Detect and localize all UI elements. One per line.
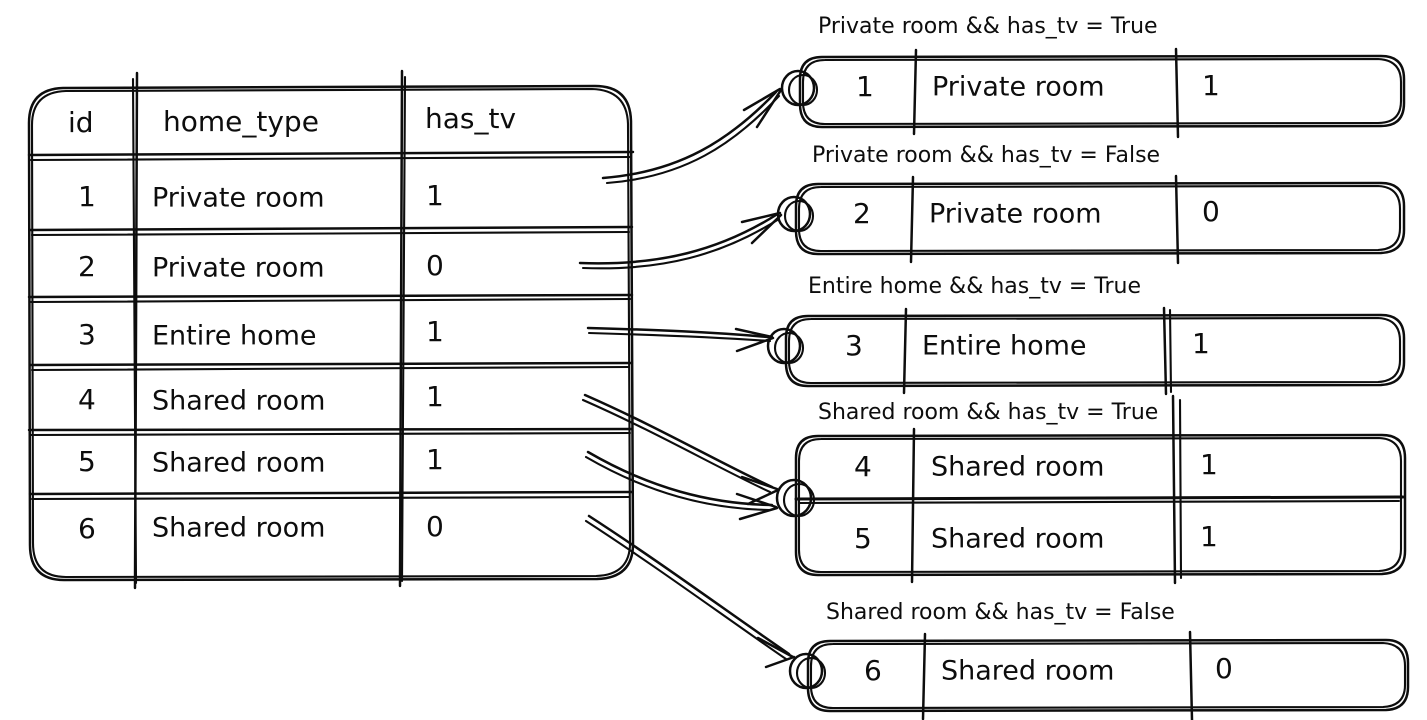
source-cell-has-tv: 1: [426, 380, 444, 413]
group-box-2[interactable]: Private room && has_tv = False 2 Private…: [776, 143, 1406, 265]
group-cell-home-type: Private room: [929, 199, 1102, 230]
source-cell-home-type: Private room: [152, 183, 325, 214]
source-cell-has-tv: 1: [426, 179, 444, 212]
group-cell-id: 5: [854, 522, 872, 555]
connector-arrow-row6: [584, 514, 796, 669]
group-row: 5 Shared room 1: [854, 520, 1218, 555]
group-box-3[interactable]: Entire home && has_tv = True 3 Entire ho…: [766, 274, 1406, 396]
source-cell-has-tv: 1: [426, 443, 444, 476]
source-header-has-tv: has_tv: [425, 102, 516, 135]
group-row: 4 Shared room 1: [854, 448, 1218, 483]
group-cell-home-type: Shared room: [931, 524, 1104, 555]
table-row[interactable]: 4 Shared room 1: [78, 380, 444, 417]
table-row[interactable]: 6 Shared room 0: [78, 510, 444, 545]
source-cell-id: 4: [78, 383, 96, 416]
table-row[interactable]: 3 Entire home 1: [78, 315, 444, 352]
group-cell-has-tv: 0: [1215, 652, 1233, 685]
group-label: Entire home && has_tv = True: [808, 274, 1141, 299]
source-header-home-type: home_type: [163, 105, 319, 138]
group-label: Shared room && has_tv = True: [818, 400, 1158, 425]
group-box-5[interactable]: Shared room && has_tv = False 6 Shared r…: [788, 600, 1410, 720]
connector-arrow-row1: [601, 87, 783, 185]
group-cell-home-type: Shared room: [931, 452, 1104, 483]
group-cell-has-tv: 1: [1202, 69, 1220, 102]
group-cell-id: 6: [864, 654, 882, 687]
group-cell-home-type: Entire home: [922, 331, 1087, 362]
source-table: id home_type has_tv 1 Private room 1 2 P…: [27, 69, 635, 590]
group-label: Private room && has_tv = False: [812, 143, 1160, 168]
connector-arrow-row2: [578, 211, 783, 270]
group-cell-id: 3: [845, 329, 863, 362]
group-cell-has-tv: 1: [1200, 520, 1218, 553]
connector-arrow-row3: [586, 326, 775, 353]
group-cell-home-type: Private room: [932, 72, 1105, 103]
group-row: 1 Private room 1: [856, 69, 1220, 103]
group-cell-id: 2: [853, 197, 871, 230]
table-row[interactable]: 2 Private room 0: [78, 249, 444, 284]
source-cell-id: 3: [78, 318, 96, 351]
connector-arrow-row5: [584, 450, 779, 521]
connector-arrow-row4: [581, 393, 780, 506]
source-cell-id: 6: [78, 512, 96, 545]
group-label: Shared room && has_tv = False: [826, 600, 1175, 625]
source-cell-has-tv: 0: [426, 249, 444, 282]
source-table-row-dividers: [27, 150, 635, 501]
group-cell-has-tv: 1: [1200, 448, 1218, 481]
source-cell-id: 2: [78, 250, 96, 283]
source-table-border: [27, 84, 635, 582]
table-row[interactable]: 5 Shared room 1: [78, 443, 444, 479]
source-table-header-row: id home_type has_tv: [68, 102, 516, 139]
source-cell-id: 5: [78, 445, 96, 478]
group-row: 6 Shared room 0: [864, 652, 1233, 687]
group-row: 2 Private room 0: [853, 195, 1220, 230]
source-cell-home-type: Shared room: [152, 386, 325, 417]
group-row: 3 Entire home 1: [845, 327, 1210, 362]
source-cell-home-type: Private room: [152, 253, 325, 284]
source-cell-home-type: Shared room: [152, 448, 325, 479]
source-cell-has-tv: 1: [426, 315, 444, 348]
source-cell-home-type: Shared room: [152, 513, 325, 544]
group-box-1[interactable]: Private room && has_tv = True 1 Private …: [780, 14, 1406, 139]
group-cell-id: 4: [854, 450, 872, 483]
source-cell-id: 1: [78, 180, 96, 213]
source-header-id: id: [68, 106, 94, 139]
group-box-4[interactable]: Shared room && has_tv = True 4 Shared ro…: [775, 394, 1407, 585]
group-cell-id: 1: [856, 70, 874, 103]
source-cell-home-type: Entire home: [152, 321, 317, 352]
group-cell-has-tv: 0: [1202, 195, 1220, 228]
source-cell-has-tv: 0: [426, 510, 444, 543]
connector-arrows: [578, 87, 796, 669]
group-label: Private room && has_tv = True: [818, 14, 1158, 39]
group-cell-has-tv: 1: [1192, 327, 1210, 360]
group-cell-home-type: Shared room: [941, 656, 1114, 687]
table-row[interactable]: 1 Private room 1: [78, 179, 444, 214]
